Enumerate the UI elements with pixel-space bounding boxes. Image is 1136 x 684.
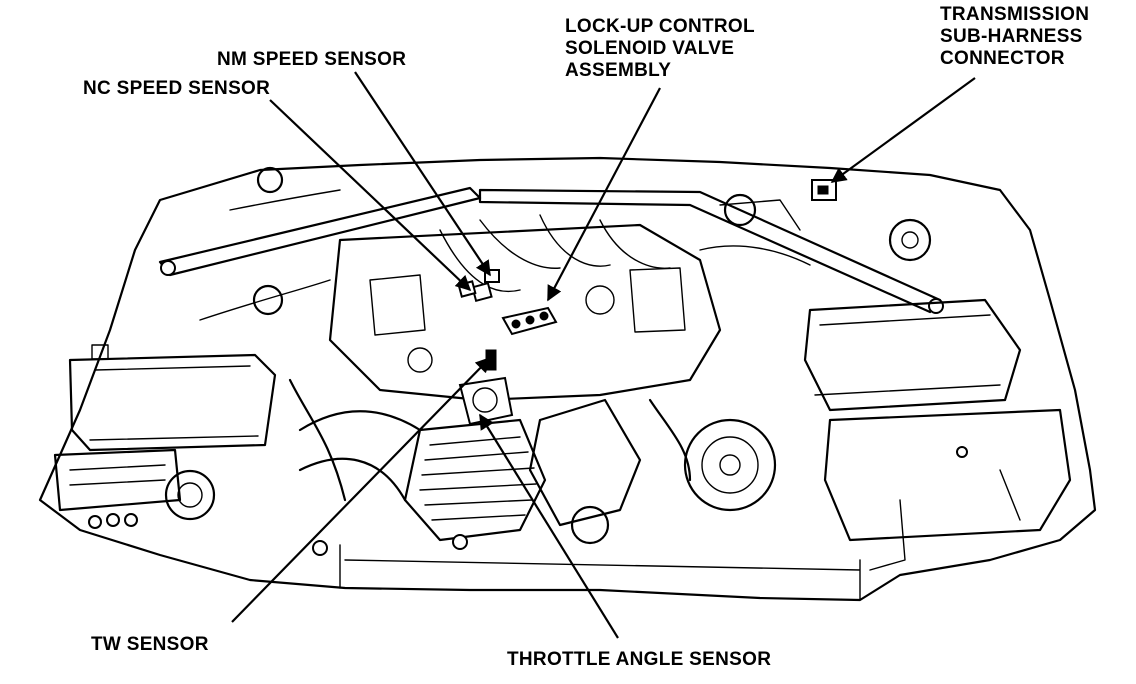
right-airbox bbox=[803, 298, 1022, 412]
left-lower-components bbox=[53, 448, 216, 529]
leader-nc-speed-sensor bbox=[269, 99, 472, 292]
engine-bay-outline bbox=[38, 156, 1097, 602]
leader-tw-sensor bbox=[231, 356, 492, 623]
leader-throttle-angle-sensor bbox=[479, 413, 619, 639]
battery-box bbox=[68, 344, 277, 452]
transmission-connector-label: TRANSMISSION SUB-HARNESS CONNECTOR bbox=[940, 4, 1089, 70]
right-lower-components bbox=[823, 408, 1072, 571]
throttle-angle-sensor-label: THROTTLE ANGLE SENSOR bbox=[507, 649, 772, 670]
leader-lockup bbox=[547, 87, 661, 302]
crank-pulley bbox=[683, 418, 777, 512]
lockup-label-line1: LOCK-UP CONTROL bbox=[565, 16, 755, 37]
tw-sensor-label: TW SENSOR bbox=[91, 634, 209, 655]
transmission-label-line3: CONNECTOR bbox=[940, 48, 1065, 69]
lockup-label-line3: ASSEMBLY bbox=[565, 60, 672, 81]
leader-lines bbox=[231, 71, 976, 639]
intake-manifold bbox=[328, 214, 722, 402]
air-intake-duct bbox=[298, 410, 547, 542]
transmission-connector-body bbox=[811, 179, 837, 201]
lockup-solenoid-label: LOCK-UP CONTROL SOLENOID VALVE ASSEMBLY bbox=[565, 16, 755, 82]
leader-nm-speed-sensor bbox=[354, 71, 491, 277]
nc-speed-sensor-label: NC SPEED SENSOR bbox=[83, 78, 271, 99]
lockup-label-line2: SOLENOID VALVE bbox=[565, 38, 735, 59]
transmission-label-line1: TRANSMISSION bbox=[940, 4, 1090, 25]
nm-speed-sensor-label: NM SPEED SENSOR bbox=[217, 49, 407, 70]
hoses bbox=[199, 166, 932, 556]
leader-transmission bbox=[830, 77, 976, 183]
strut-tower-bar bbox=[158, 186, 944, 314]
coolant-reservoir bbox=[528, 398, 642, 545]
lockup-solenoid-body bbox=[501, 306, 558, 336]
transmission-label-line2: SUB-HARNESS bbox=[940, 26, 1083, 47]
